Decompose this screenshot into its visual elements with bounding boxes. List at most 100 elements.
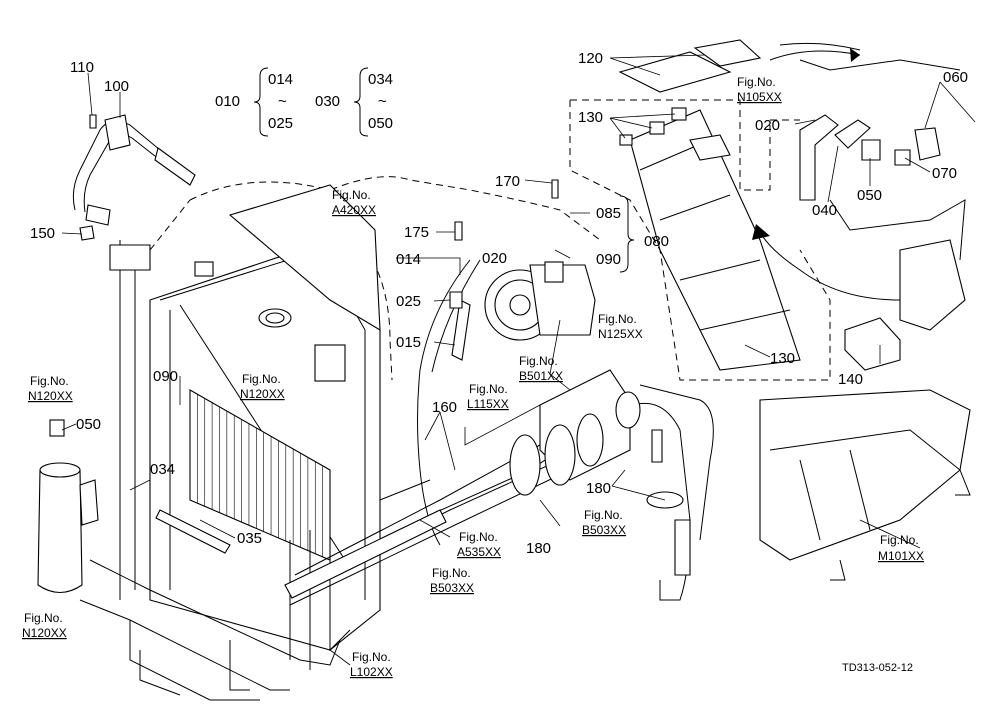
fig-prefix: Fig.No. [352,650,391,664]
part-090-upper: 090 [596,251,621,268]
range-key-010: 010 [215,93,240,110]
fig-ref-n105: Fig.No. N105XX [737,75,782,104]
part-060: 060 [943,69,968,86]
part-050-upper: 050 [857,187,882,204]
part-040: 040 [812,202,837,219]
fig-ref-a420: Fig.No. A420XX [332,188,376,217]
part-140: 140 [838,371,863,388]
radiator [149,184,381,651]
part-070: 070 [932,165,957,182]
part-180-right: 180 [586,480,611,497]
compressor [484,261,596,341]
range-bracket-010: 010 014 ~ 025 [215,67,293,137]
range-to-050: 050 [368,115,393,132]
part-120: 120 [578,50,603,67]
range-bracket-030: 030 034 ~ 050 [315,67,393,137]
fig-code-l102: L102XX [350,665,393,679]
fig-prefix: Fig.No. [459,530,498,544]
floor-pan [759,389,971,581]
part-014: 014 [396,251,421,268]
clips-130 [619,107,687,146]
fig-ref-b503-right: Fig.No. B503XX [582,508,626,537]
part-025: 025 [396,293,421,310]
fig-code-n125: N125XX [598,327,643,341]
air-duct [629,109,801,371]
fig-code-m101: M101XX [878,549,924,563]
fig-prefix: Fig.No. [598,312,637,326]
range-from-034: 034 [368,71,393,88]
part-020-upper: 020 [755,117,780,134]
fig-ref-a535: Fig.No. A535XX [457,530,501,559]
valve-block [509,369,684,509]
fig-code-a535: A535XX [457,545,501,559]
fig-ref-n120-bottom: Fig.No. N120XX [22,611,67,640]
fig-ref-b503-lower: Fig.No. B503XX [430,566,474,595]
arrows [752,48,901,301]
fig-code-b503-right: B503XX [582,523,626,537]
filter-plates [618,39,762,93]
part-number-labels: 110 100 150 120 130 130 020 060 050 040 … [30,50,968,557]
fig-code-n120-top: N120XX [240,387,285,401]
receiver-drier [37,419,99,594]
range-key-030: 030 [315,93,340,110]
part-110: 110 [70,59,94,76]
fig-prefix: Fig.No. [880,533,919,547]
fig-prefix: Fig.No. [242,372,281,386]
part-160: 160 [432,399,457,416]
fig-prefix: Fig.No. [24,611,63,625]
part-090-left: 090 [153,368,178,385]
leader-lines [61,54,976,666]
illustration [37,39,971,701]
fig-code-b501: B501XX [519,369,563,383]
figure-references: Fig.No. N105XX Fig.No. A420XX Fig.No. N1… [22,75,924,679]
frame [79,240,351,701]
part-180-lower: 180 [526,540,551,557]
bolts [79,114,559,309]
fig-prefix: Fig.No. [519,354,558,368]
fig-prefix: Fig.No. [584,508,623,522]
fig-prefix: Fig.No. [30,374,69,388]
bracket-080 [619,195,635,273]
fig-ref-l115: Fig.No. L115XX [467,382,509,411]
fig-ref-n125: Fig.No. N125XX [598,312,643,341]
fig-code-b503-lower: B503XX [430,581,474,595]
part-130-bottom: 130 [770,350,795,367]
part-050-left: 050 [76,416,101,433]
fig-code-n105: N105XX [737,90,782,104]
fig-ref-l102: Fig.No. L102XX [350,650,393,679]
part-170: 170 [495,173,520,190]
part-085: 085 [596,205,621,222]
part-015: 015 [396,334,421,351]
fig-code-n120-bottom: N120XX [22,626,67,640]
part-175: 175 [404,224,429,241]
fig-prefix: Fig.No. [737,75,776,89]
upper-right-fittings [779,42,966,331]
pad-140 [844,317,901,371]
part-150: 150 [30,225,55,242]
fig-code-n120-left: N120XX [28,389,73,403]
part-020-mid: 020 [482,250,507,267]
range-to-025: 025 [268,115,293,132]
part-130-top: 130 [578,109,603,126]
part-100: 100 [104,78,129,95]
drawing-code: TD313-052-12 [842,662,913,674]
part-035: 035 [237,530,262,547]
pipe-100 [72,114,196,226]
duct-outline [569,99,831,381]
range-from-014: 014 [268,71,293,88]
fig-prefix: Fig.No. [332,188,371,202]
fig-ref-n120-top: Fig.No. N120XX [240,372,285,401]
part-080: 080 [644,233,669,250]
fig-ref-b501: Fig.No. B501XX [519,354,563,383]
fig-code-a420: A420XX [332,203,376,217]
fig-prefix: Fig.No. [432,566,471,580]
range-tilde-b: ~ [378,93,387,110]
fig-prefix: Fig.No. [469,382,508,396]
fig-ref-m101: Fig.No. M101XX [878,533,924,563]
part-034: 034 [150,461,175,478]
fig-code-l115: L115XX [467,397,509,411]
corrugated-hoses [155,299,691,599]
range-tilde-a: ~ [278,93,287,110]
fig-ref-n120-left: Fig.No. N120XX [28,374,73,403]
